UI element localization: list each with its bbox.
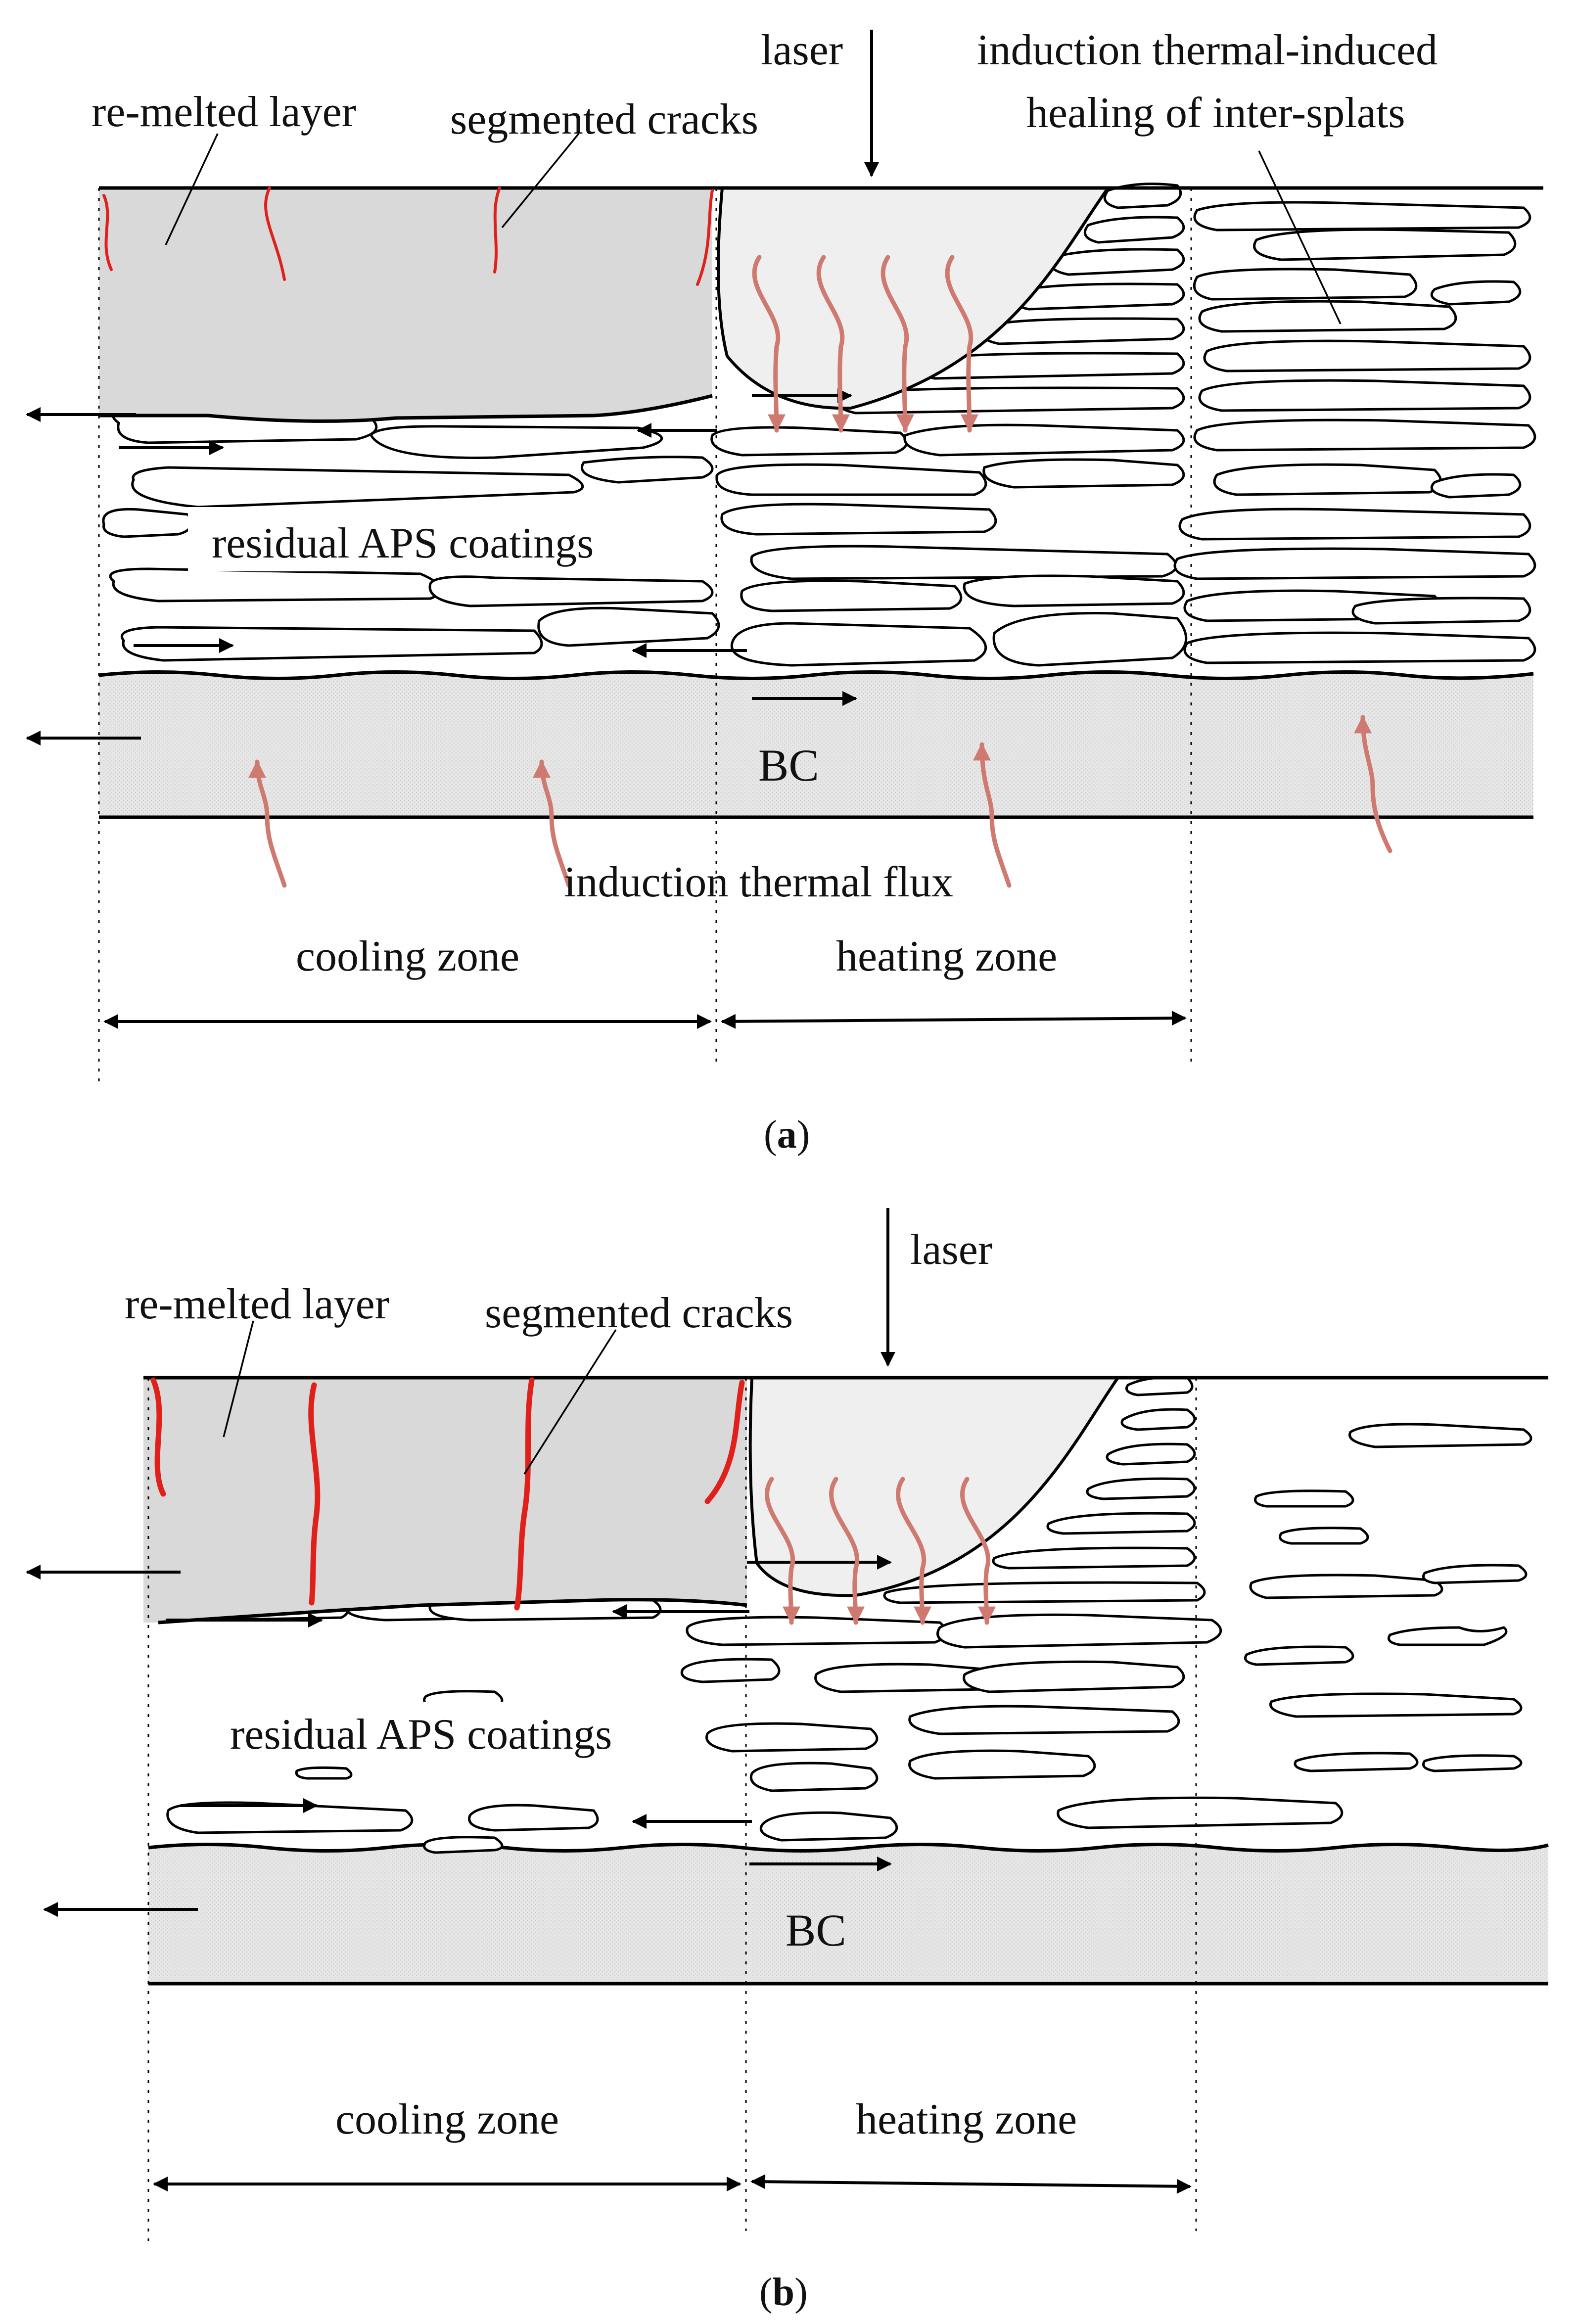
panel-a-caption: (a): [764, 1113, 810, 1157]
segmented-cracks-a: [102, 186, 714, 286]
cooling-zone-label-a: cooling zone: [296, 932, 519, 980]
bond-coat-interface: [98, 670, 1534, 680]
flow-arrows-a: [26, 388, 857, 745]
thermal-flux-arrows-b: [765, 1477, 996, 1625]
remelted-layer-b: [143, 1378, 747, 1623]
segmented-cracks-b: [150, 1377, 745, 1611]
thermal-flux-label-a: induction thermal flux: [564, 858, 953, 906]
bond-coat-layer: [99, 672, 1533, 817]
remelted-layer-a: [99, 188, 712, 421]
cooling-zone-label-b: cooling zone: [335, 2095, 559, 2143]
segmented-cracks-label-b: segmented cracks: [485, 1289, 793, 1337]
remelted-layer-label-a: re-melted layer: [92, 88, 356, 136]
panel-b-caption: (b): [759, 2271, 808, 2314]
flow-arrows-b: [26, 1555, 892, 1917]
healing-label-line2-a: healing of inter-splats: [1026, 89, 1405, 137]
residual-aps-label-b: residual APS coatings: [230, 1711, 612, 1759]
laser-label-a: laser: [761, 26, 843, 74]
melt-pool-a: [717, 186, 1111, 410]
bond-coat-label-a: BC: [758, 740, 819, 790]
residual-aps-label-a: residual APS coatings: [212, 519, 594, 567]
segmented-cracks-label-a: segmented cracks: [450, 95, 758, 143]
panel-b: laser re-melted layer segmented cracks r…: [26, 1208, 1549, 2314]
splats-a: [102, 183, 1536, 667]
heating-zone-label-a: heating zone: [836, 932, 1057, 980]
panel-a: laser re-melted layer segmented cracks i…: [26, 26, 1543, 1157]
remelted-layer-label-b: re-melted layer: [125, 1280, 389, 1328]
melt-pool-b: [748, 1376, 1121, 1597]
thermal-flux-arrows-a: [248, 255, 1392, 888]
laser-label-b: laser: [910, 1226, 992, 1274]
healing-label-line1-a: induction thermal-induced: [977, 26, 1437, 74]
bond-coat-layer-b: [148, 1844, 1548, 1984]
bond-coat-label-b: BC: [786, 1905, 846, 1955]
heating-zone-label-b: heating zone: [856, 2095, 1077, 2143]
